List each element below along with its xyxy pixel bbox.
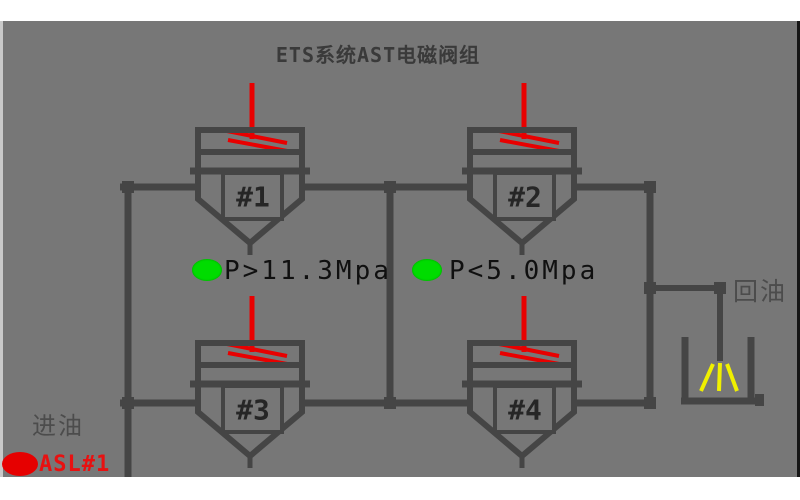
valve-1-label: #1 (236, 180, 270, 214)
inlet-oil-label: 进油 (32, 412, 84, 440)
pipe-network (120, 181, 726, 477)
valve-1-symbol[interactable] (190, 83, 310, 255)
valve-3-label: #3 (236, 393, 270, 427)
pressure-high-label: P>11.3Mpa (224, 256, 392, 286)
pressure-low-lamp (412, 259, 442, 281)
drain-marks-icon (699, 362, 739, 392)
valve-2-symbol[interactable] (462, 83, 582, 255)
asl-label: ASL#1 (39, 452, 111, 477)
return-oil-label: 回油 (733, 277, 788, 306)
page-title: ETS系统AST电磁阀组 (275, 43, 481, 67)
right-border (797, 21, 800, 477)
oil-tank (681, 337, 764, 406)
valve-4-label: #4 (508, 393, 542, 427)
left-border (0, 21, 3, 477)
valve-3-symbol[interactable] (190, 296, 310, 468)
valve-2-label: #2 (508, 180, 542, 214)
valve-4-symbol[interactable] (462, 296, 582, 468)
asl-status-lamp (2, 452, 38, 476)
pressure-high-lamp (192, 259, 222, 281)
pipe-elbows (122, 181, 726, 409)
pressure-low-label: P<5.0Mpa (449, 256, 599, 286)
